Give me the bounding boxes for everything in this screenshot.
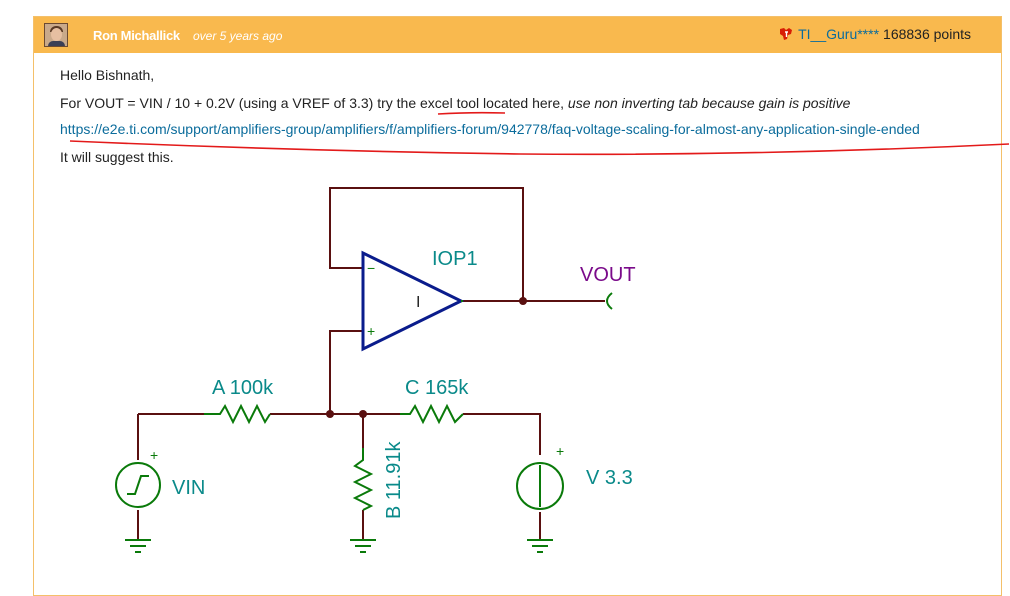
schematic-diagram: − + I IOP1 VOUT A 100k C 165k B 11.91k +… <box>69 111 1010 553</box>
instruction-line: For VOUT = VIN / 10 + 0.2V (using a VREF… <box>60 95 850 111</box>
ti-logo-icon <box>780 28 793 40</box>
feedback-wire <box>137 187 605 540</box>
vref-source-symbol <box>516 462 564 510</box>
author-rank: TI__Guru**** 168836 points <box>778 26 971 42</box>
author-avatar[interactable] <box>44 23 68 47</box>
ground-icon-vref <box>527 539 553 553</box>
faq-url-line: https://e2e.ti.com/support/amplifiers-gr… <box>60 121 920 137</box>
vin-source-symbol <box>115 462 161 508</box>
rank-badge-link[interactable]: TI__Guru**** <box>798 26 880 42</box>
vin-plus-sign: + <box>150 447 158 463</box>
resistor-c-label: C 165k <box>405 377 469 399</box>
opamp-label: IOP1 <box>432 248 478 270</box>
vref-label: V 3.3 <box>586 467 633 489</box>
resistor-b-symbol <box>352 448 374 511</box>
ground-icon-resistor-b <box>350 539 376 553</box>
vout-label: VOUT <box>580 264 636 286</box>
author-name[interactable]: Ron Michallick <box>93 28 180 43</box>
vout-terminal-icon <box>606 292 613 310</box>
post-time-ago[interactable]: over 5 years ago <box>193 29 283 43</box>
junction-node-resistor-b <box>359 410 367 418</box>
excel-tool-underline <box>437 111 506 115</box>
ground-icon-vin <box>125 539 151 553</box>
vref-plus-sign: + <box>556 443 564 459</box>
instruction-middle: located here, <box>479 95 568 111</box>
greeting-line: Hello Bishnath, <box>60 67 155 83</box>
post-header: Ron Michallick over 5 years ago TI__Guru… <box>34 17 1001 53</box>
opamp-inner-label: I <box>416 294 420 311</box>
junction-node-output <box>519 297 527 305</box>
opamp-plus-sign: + <box>367 323 375 339</box>
forum-post: Ron Michallick over 5 years ago TI__Guru… <box>33 16 1002 596</box>
instruction-italic: use non inverting tab because gain is po… <box>567 95 851 111</box>
resistor-b-label: B 11.91k <box>383 441 405 519</box>
excel-tool-link[interactable]: excel tool <box>420 95 480 111</box>
resistor-c-symbol <box>400 403 464 425</box>
opamp-symbol <box>361 250 465 352</box>
url-underline-annotation <box>69 140 1010 156</box>
suggest-line: It will suggest this. <box>60 149 174 165</box>
opamp-minus-sign: − <box>367 260 375 276</box>
resistor-a-symbol <box>204 403 271 425</box>
instruction-prefix: For VOUT = VIN / 10 + 0.2V (using a VREF… <box>60 95 421 111</box>
junction-node-input <box>326 410 334 418</box>
vin-label: VIN <box>172 477 205 499</box>
points-count: 168836 points <box>883 26 971 42</box>
resistor-a-label: A 100k <box>212 377 274 399</box>
faq-url-link[interactable]: https://e2e.ti.com/support/amplifiers-gr… <box>60 121 920 137</box>
